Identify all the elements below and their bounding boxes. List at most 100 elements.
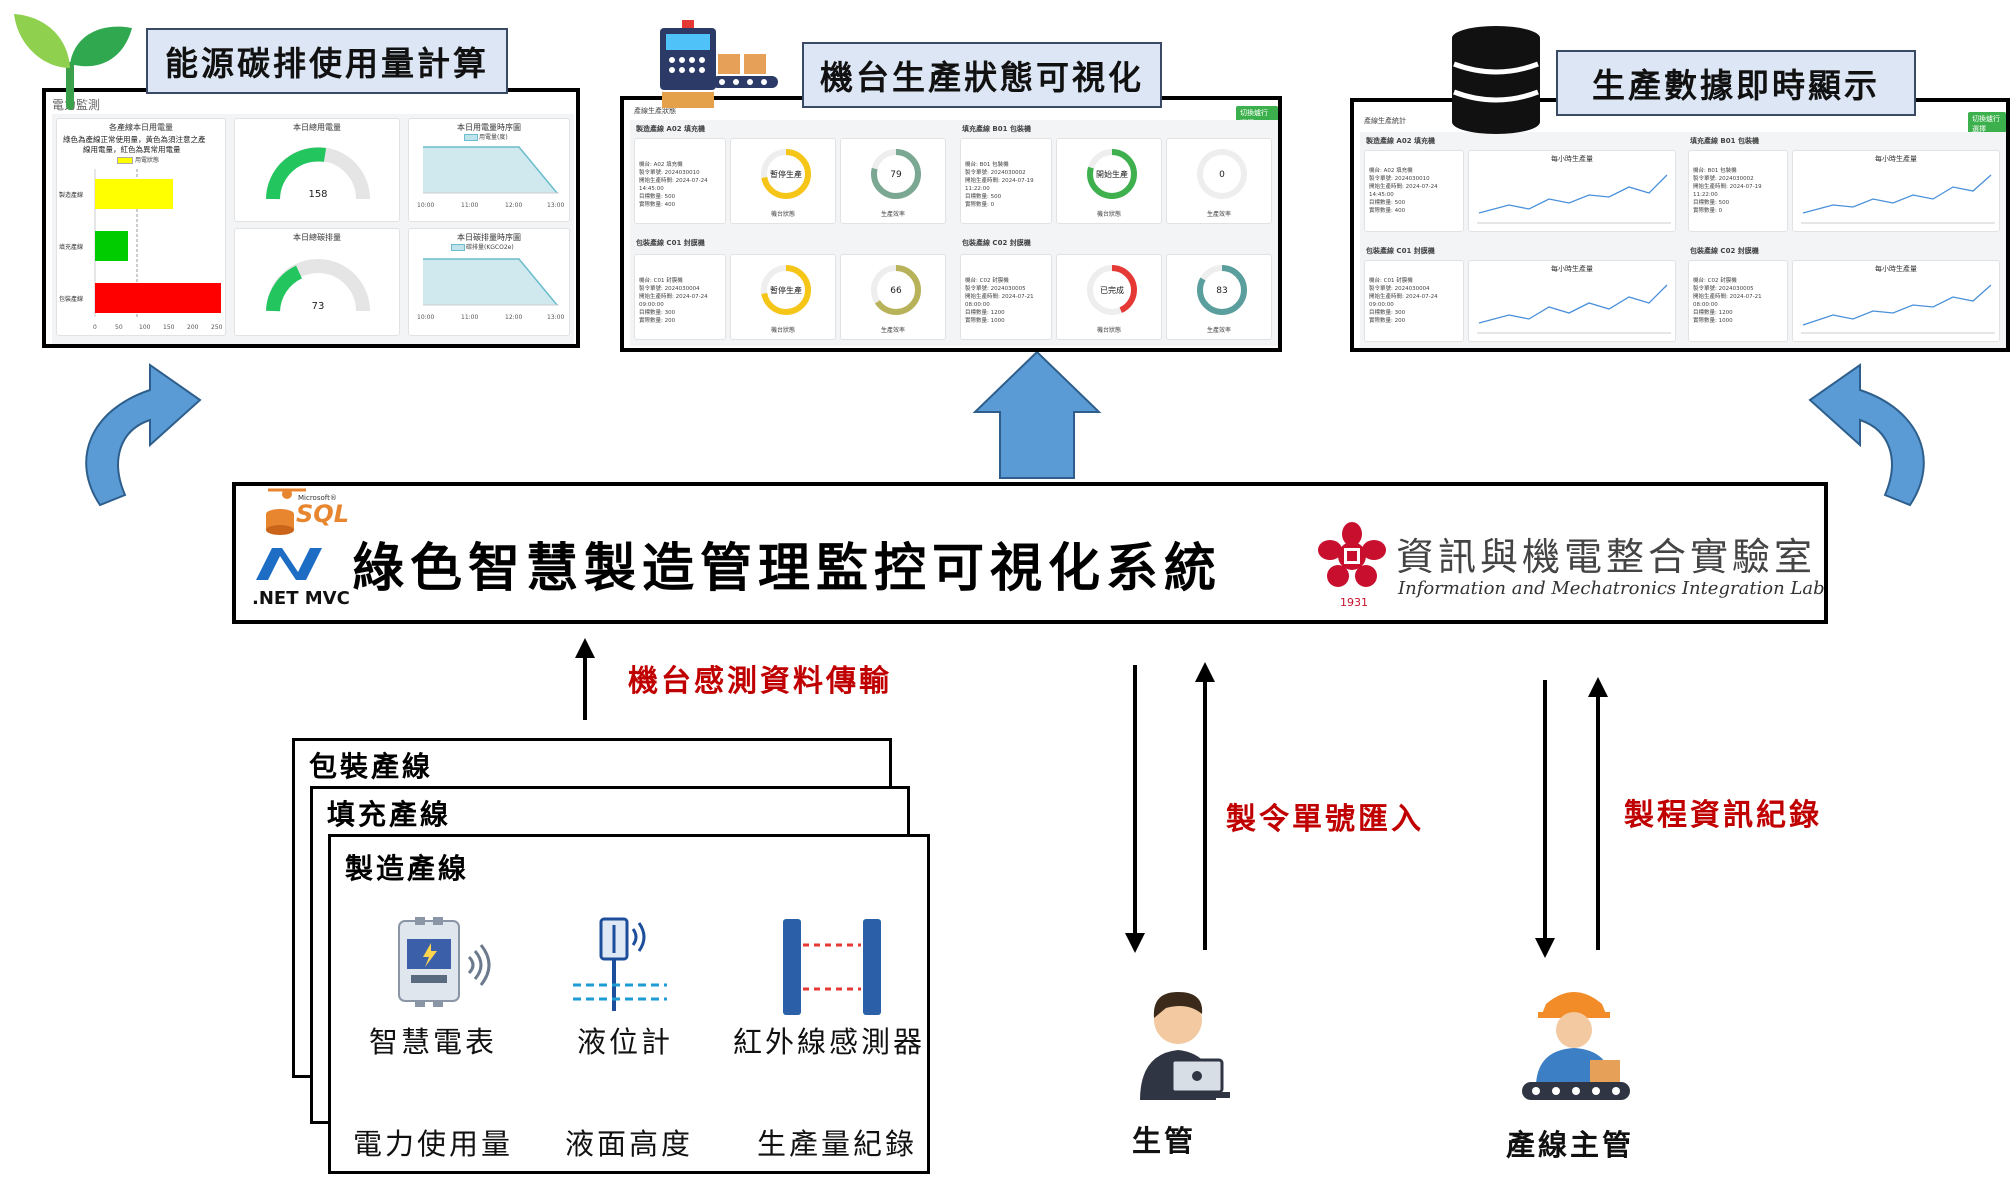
hourly-chart-3	[1801, 284, 1995, 334]
line-label-0: 製造產線	[59, 191, 83, 199]
total-power-gauge-card: 本日總用電量 158	[234, 118, 400, 222]
svg-text:10:00: 10:00	[417, 314, 434, 321]
svg-text:已完成: 已完成	[1100, 285, 1124, 295]
svg-text:暫停生產: 暫停生產	[770, 169, 802, 179]
rate-ring-2: 66	[871, 265, 921, 315]
sensor-name-2: 紅外線感測器	[733, 1025, 926, 1059]
svg-text:0: 0	[1219, 170, 1225, 180]
database-icon	[1452, 26, 1540, 134]
dotnet-logo-text: .NET MVC	[252, 588, 350, 609]
level-gauge-icon	[573, 917, 667, 1011]
svg-text:12:00: 12:00	[505, 314, 522, 321]
rate-ring-3: 83	[1197, 265, 1247, 315]
manager-label: 生管	[1132, 1124, 1197, 1158]
manufacturing-line-sheet: 製造產線 智慧電表 液位計 紅外線感測器 電力使用量 液面高度 生產量紀錄	[328, 834, 930, 1174]
svg-text:83: 83	[1216, 286, 1227, 296]
line-usage-bar-card: 各產線本日用電量 綠色為產線正常使用量，黃色為須注意之產 線用電量，紅色為異常用…	[56, 118, 226, 336]
power-gauge: 158	[266, 147, 370, 200]
svg-text:13:00: 13:00	[547, 202, 564, 209]
power-timeseries-card: 本日用電量時序圖 用電量(度) 10:00 11:00 12:00 13:00	[408, 118, 570, 222]
panel-header: 電力監測	[52, 98, 101, 112]
usage-bar-chart: 製造產線 填充產線 包裝產線 0 50 100 150 200 250	[59, 169, 223, 331]
data-card-0: 製造產線 A02 填充機 機台: A02 填充機 製令單號: 202403001…	[1360, 132, 1682, 238]
data-card-2: 包裝產線 C01 封膜機 機台: C01 封膜機 製令單號: 202403000…	[1360, 242, 1682, 348]
data-card-1: 填充產線 B01 包裝機 機台: B01 包裝機 製令單號: 202403000…	[1684, 132, 2006, 238]
order-import-label: 製令單號匯入	[1226, 802, 1424, 837]
data-panel-label: 生產數據即時顯示	[1556, 50, 1916, 116]
energy-panel-label: 能源碳排使用量計算	[146, 28, 508, 94]
svg-text:暫停生產: 暫停生產	[770, 285, 802, 295]
svg-text:開始生產: 開始生產	[1096, 169, 1128, 179]
carbon-line-chart: 10:00 11:00 12:00 13:00	[417, 258, 564, 321]
status-ring-3: 已完成	[1087, 265, 1137, 315]
hourly-chart-1	[1801, 174, 1995, 224]
svg-text:100: 100	[139, 324, 151, 331]
bar-filling	[95, 231, 128, 261]
svg-text:250: 250	[211, 324, 223, 331]
bar-packing	[95, 283, 221, 313]
sensor-name-0: 智慧電表	[369, 1025, 498, 1059]
svg-text:11:00: 11:00	[461, 202, 478, 209]
svg-text:13:00: 13:00	[547, 314, 564, 321]
svg-text:66: 66	[890, 286, 902, 296]
supervisor-label: 產線主管	[1506, 1128, 1635, 1162]
power-line-chart: 10:00 11:00 12:00 13:00	[417, 146, 564, 209]
svg-text:158: 158	[308, 189, 327, 200]
left-curved-arrow	[85, 363, 202, 507]
machine-panel-label: 機台生產狀態可視化	[802, 42, 1162, 108]
sql-logo-text: SQL	[296, 500, 349, 528]
sensor-name-1: 液位計	[577, 1025, 674, 1059]
smart-meter-icon	[398, 917, 491, 1007]
manager-icon	[1140, 992, 1230, 1100]
sensor-measure-0: 電力使用量	[353, 1127, 514, 1161]
machine-card-0: 製造產線 A02 填充機 機台: A02 填充機 製令單號: 202403001…	[630, 120, 952, 230]
status-ring-0: 暫停生產	[761, 149, 811, 199]
lab-name-en: Information and Mechatronics Integration…	[1398, 578, 1825, 599]
sprout-icon	[14, 14, 132, 110]
svg-text:50: 50	[115, 324, 123, 331]
lab-name-cn: 資訊與機電整合實驗室	[1396, 535, 1817, 579]
data-card-3: 包裝產線 C02 封膜機 機台: C02 封膜機 製令單號: 202403000…	[1684, 242, 2006, 348]
machine-status-panel: 產線生產狀態 切換爐行選擇 製造產線 A02 填充機 機台: A02 填充機 製…	[620, 96, 1282, 352]
rate-ring-1: 0	[1197, 149, 1247, 199]
machine-card-1: 填充產線 B01 包裝機 機台: B01 包裝機 製令單號: 202403000…	[956, 120, 1278, 230]
infrared-sensor-icon	[783, 919, 881, 1015]
machine-card-grid: 製造產線 A02 填充機 機台: A02 填充機 製令單號: 202403001…	[630, 120, 1278, 346]
lab-year: 1931	[1340, 596, 1368, 609]
sql-server-icon	[266, 488, 306, 535]
data-card-grid: 製造產線 A02 填充機 機台: A02 填充機 製令單號: 202403001…	[1360, 132, 2006, 348]
svg-text:200: 200	[187, 324, 199, 331]
status-ring-2: 暫停生產	[761, 265, 811, 315]
svg-text:0: 0	[93, 324, 97, 331]
total-carbon-gauge-card: 本日總碳排量 73	[234, 228, 400, 336]
production-data-panel: 產線生產統計 切換爐行選擇 製造產線 A02 填充機 機台: A02 填充機 製…	[1350, 98, 2010, 352]
hourly-chart-0	[1477, 174, 1671, 224]
hourly-chart-2	[1477, 284, 1671, 334]
svg-text:79: 79	[890, 170, 902, 180]
energy-panel: 電力監測 各產線本日用電量 綠色為產線正常使用量，黃色為須注意之產 線用電量，紅…	[42, 88, 580, 348]
line-supervisor-icon	[1522, 992, 1630, 1100]
center-up-arrow	[972, 350, 1102, 479]
svg-text:11:00: 11:00	[461, 314, 478, 321]
rate-ring-0: 79	[871, 149, 921, 199]
machine-card-2: 包裝產線 C01 封膜機 機台: C01 封膜機 製令單號: 202403000…	[630, 234, 952, 346]
machine-card-3: 包裝產線 C02 封膜機 機台: C02 封膜機 製令單號: 202403000…	[956, 234, 1278, 346]
right-curved-arrow	[1808, 363, 1925, 507]
status-ring-1: 開始生產	[1087, 149, 1137, 199]
sensor-measure-1: 液面高度	[565, 1127, 694, 1161]
line-label-2: 包裝產線	[59, 295, 83, 303]
production-line-icon	[660, 20, 778, 108]
line-label-1: 填充產線	[59, 243, 83, 251]
svg-text:150: 150	[163, 324, 175, 331]
svg-text:12:00: 12:00	[505, 202, 522, 209]
dotnet-icon	[256, 548, 322, 580]
svg-text:10:00: 10:00	[417, 202, 434, 209]
university-emblem-icon	[1318, 522, 1386, 587]
sensor-transfer-label: 機台感測資料傳輸	[628, 664, 892, 699]
system-title: 綠色智慧製造管理監控可視化系統	[352, 538, 1223, 599]
svg-text:73: 73	[312, 301, 325, 312]
process-record-label: 製程資訊紀錄	[1624, 798, 1822, 833]
bar-manufacturing	[95, 179, 173, 209]
carbon-timeseries-card: 本日碳排量時序圖 碳排量(KGCO2e) 10:00 11:00 12:00 1…	[408, 228, 570, 336]
